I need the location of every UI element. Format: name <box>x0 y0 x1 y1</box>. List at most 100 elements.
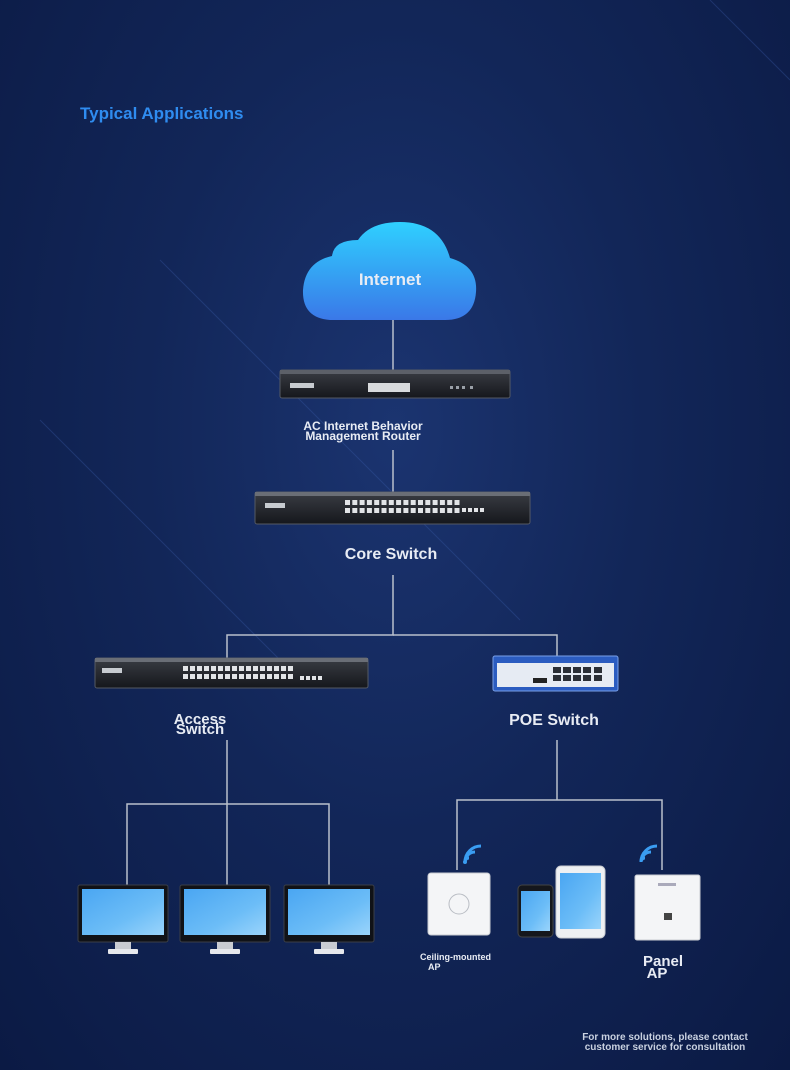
footer-line1: For more solutions, please contact <box>582 1032 748 1043</box>
port <box>281 674 286 679</box>
port <box>288 674 293 679</box>
port <box>359 500 365 505</box>
port <box>260 666 265 671</box>
router-label: AC Internet Behavior Management Router <box>270 420 456 443</box>
port <box>366 508 372 513</box>
port <box>253 674 258 679</box>
port <box>190 674 195 679</box>
port <box>197 674 202 679</box>
core-switch-label: Core Switch <box>344 546 438 563</box>
port <box>381 500 387 505</box>
internet-cloud <box>302 222 477 320</box>
monitor-screen <box>82 889 164 935</box>
port <box>594 667 602 673</box>
ceiling-ap-label: Ceiling-mounted AP <box>420 952 504 972</box>
port <box>218 674 223 679</box>
port <box>204 674 209 679</box>
port <box>300 676 304 680</box>
port <box>439 500 445 505</box>
port <box>204 666 209 671</box>
port <box>374 500 380 505</box>
port <box>418 500 423 505</box>
panel-ap-device <box>634 874 701 941</box>
port <box>454 500 460 505</box>
connector-lines <box>126 318 663 890</box>
port <box>583 667 591 673</box>
phone-device <box>517 884 554 938</box>
monitor-device <box>179 884 271 954</box>
panel-ap-label-line2: AP <box>646 965 668 982</box>
port <box>274 674 279 679</box>
ceiling-ap-label-line2: AP <box>428 962 441 972</box>
port <box>246 666 251 671</box>
port <box>396 508 402 513</box>
monitor-group <box>77 884 375 954</box>
monitor-device <box>77 884 169 954</box>
port <box>232 666 237 671</box>
ceiling-ap-device <box>427 872 491 936</box>
wifi-icon <box>639 844 658 863</box>
port <box>553 667 561 673</box>
access-switch-label-line1: Access <box>173 711 227 728</box>
panel-ap-label: Panel AP <box>628 953 698 982</box>
router-label-line2: Management Router <box>305 429 421 443</box>
port <box>396 500 402 505</box>
port <box>218 666 223 671</box>
port <box>573 675 581 681</box>
port <box>359 508 365 513</box>
page-title: Typical Applications <box>80 104 244 123</box>
port <box>447 500 453 505</box>
port <box>403 500 409 505</box>
poe-switch-label: POE Switch <box>509 712 599 729</box>
access-switch-label: Access Switch <box>160 711 240 737</box>
port <box>260 674 265 679</box>
port <box>410 508 416 513</box>
port <box>267 674 272 679</box>
monitor-base <box>210 949 240 954</box>
port <box>211 666 216 671</box>
port <box>232 674 237 679</box>
ceiling-ap-label-line1: Ceiling-mounted <box>420 952 491 962</box>
port <box>432 508 438 513</box>
port <box>388 508 394 513</box>
port <box>480 508 484 512</box>
port <box>312 676 316 680</box>
port <box>468 508 472 512</box>
port <box>425 500 431 505</box>
port <box>253 666 258 671</box>
port <box>239 666 244 671</box>
ac-router-device <box>279 369 511 399</box>
internet-label: Internet <box>358 270 422 289</box>
port <box>306 676 310 680</box>
port <box>190 666 195 671</box>
footer-note: For more solutions, please contact custo… <box>560 1033 770 1053</box>
port <box>288 666 293 671</box>
port <box>439 508 445 513</box>
tablet-device <box>555 865 606 939</box>
monitor-stand <box>321 942 337 949</box>
port <box>345 500 350 505</box>
port <box>352 508 358 513</box>
wifi-icon <box>463 844 482 864</box>
port <box>374 508 380 513</box>
port <box>318 676 322 680</box>
monitor-screen <box>288 889 370 935</box>
panel-ap-label-line1: Panel <box>642 953 684 970</box>
port <box>462 508 466 512</box>
port <box>381 508 387 513</box>
access-switch-device <box>94 657 369 689</box>
port <box>246 674 251 679</box>
port <box>274 666 279 671</box>
monitor-base <box>108 949 138 954</box>
port <box>225 666 230 671</box>
monitor-device <box>283 884 375 954</box>
port <box>583 675 591 681</box>
port <box>403 508 409 513</box>
port <box>388 500 394 505</box>
port <box>183 666 188 671</box>
port <box>352 500 358 505</box>
port <box>573 667 581 673</box>
port <box>281 666 286 671</box>
monitor-base <box>314 949 344 954</box>
